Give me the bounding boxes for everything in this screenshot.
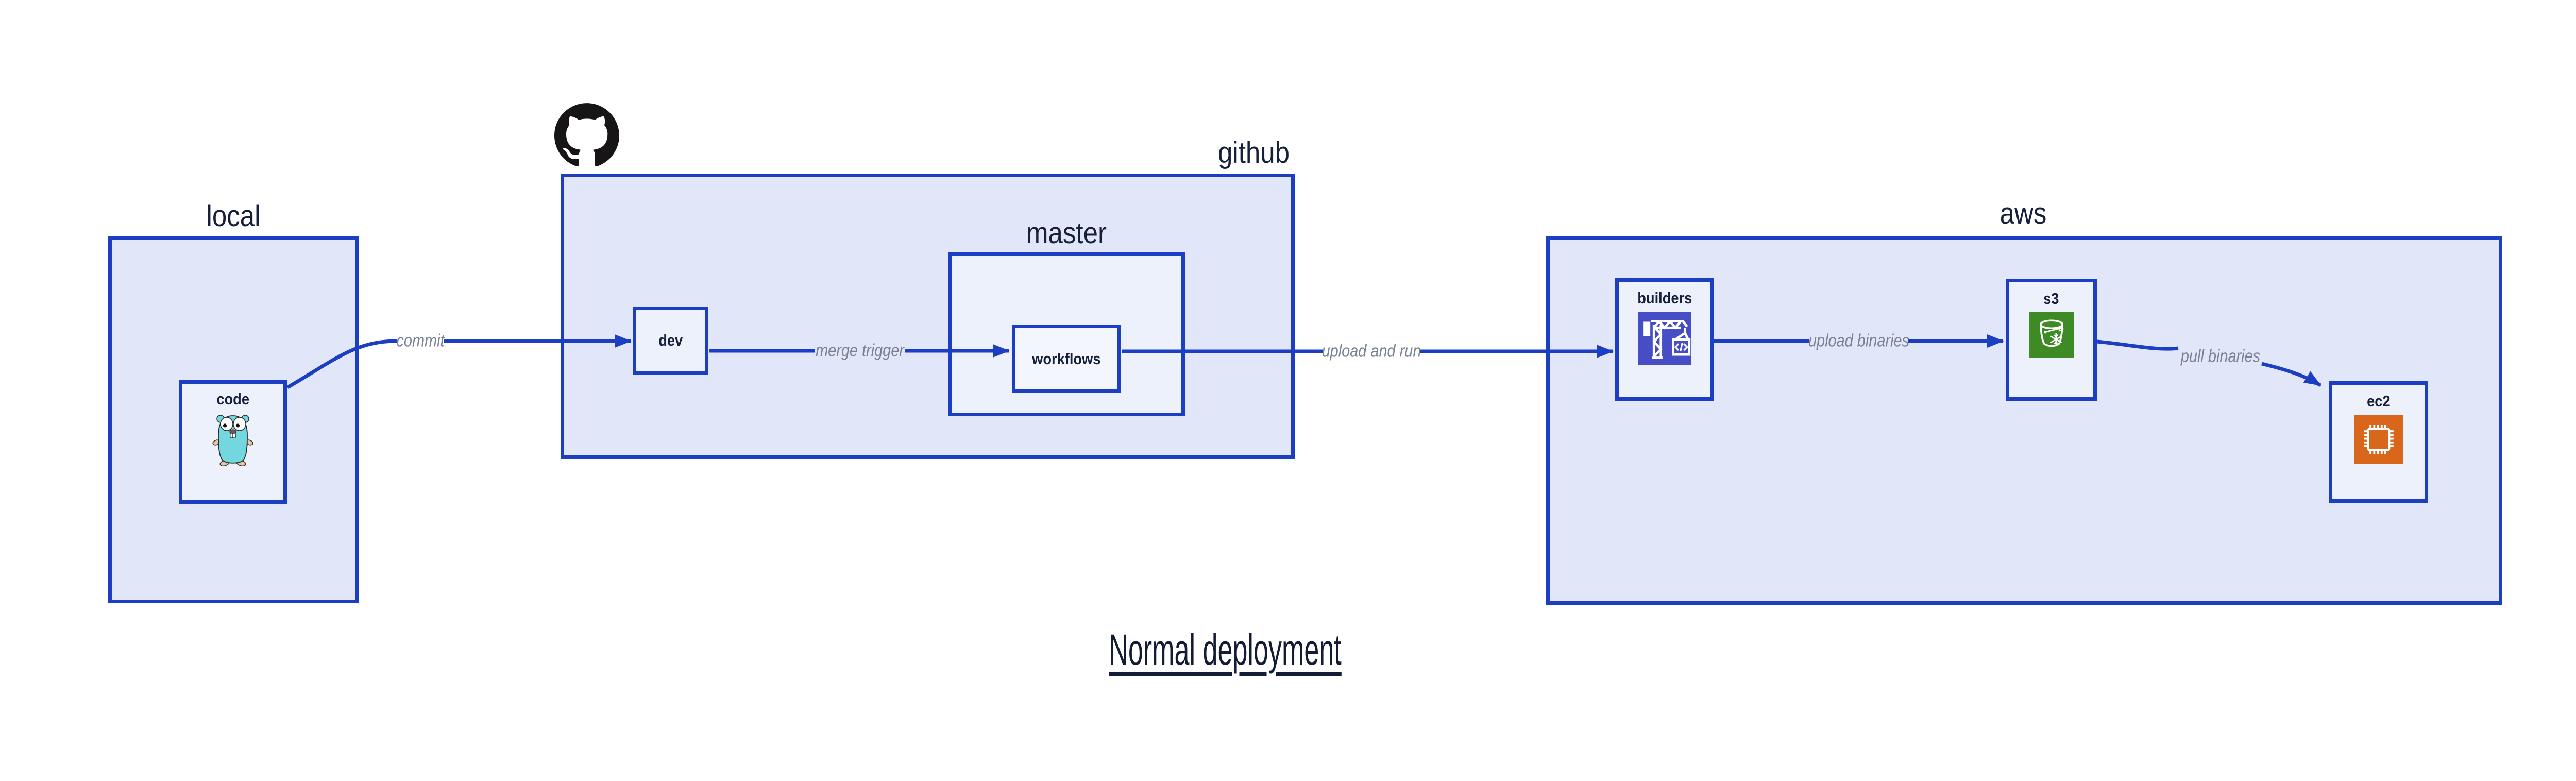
codebuild-crane-icon — [1638, 312, 1691, 368]
dev-node-label: dev — [658, 331, 683, 349]
builders-node-label: builders — [1637, 289, 1692, 307]
s3-glacier-bucket-icon — [2028, 312, 2074, 360]
github-label: github — [1217, 136, 1290, 169]
workflows-node-label: workflows — [1031, 349, 1101, 368]
ec2-node: ec2 — [2329, 381, 2428, 503]
upload-and-run-edge-label: upload and run — [1321, 341, 1421, 361]
local-label: local — [206, 199, 261, 233]
upload-binaries-edge-label: upload binaries — [1808, 331, 1910, 351]
ec2-node-label: ec2 — [2366, 392, 2391, 410]
code-node: code — [179, 380, 287, 504]
master-label: master — [1026, 216, 1107, 250]
aws-label: aws — [1999, 197, 2047, 230]
code-node-label: code — [216, 390, 249, 408]
builders-node: builders — [1615, 278, 1714, 401]
merge-trigger-edge-label: merge trigger — [816, 341, 904, 361]
go-gopher-icon — [212, 413, 253, 469]
workflows-node: workflows — [1012, 325, 1121, 393]
s3-node: s3 — [2006, 279, 2097, 401]
commit-edge-label: commit — [396, 331, 445, 351]
ec2-chip-icon — [2353, 415, 2403, 467]
github-octocat-icon — [554, 103, 619, 169]
dev-node: dev — [633, 307, 708, 375]
diagram-title: Normal deployment — [1109, 625, 1342, 674]
pull-binaries-edge-label: pull binaries — [2180, 346, 2261, 366]
s3-node-label: s3 — [2043, 290, 2059, 308]
